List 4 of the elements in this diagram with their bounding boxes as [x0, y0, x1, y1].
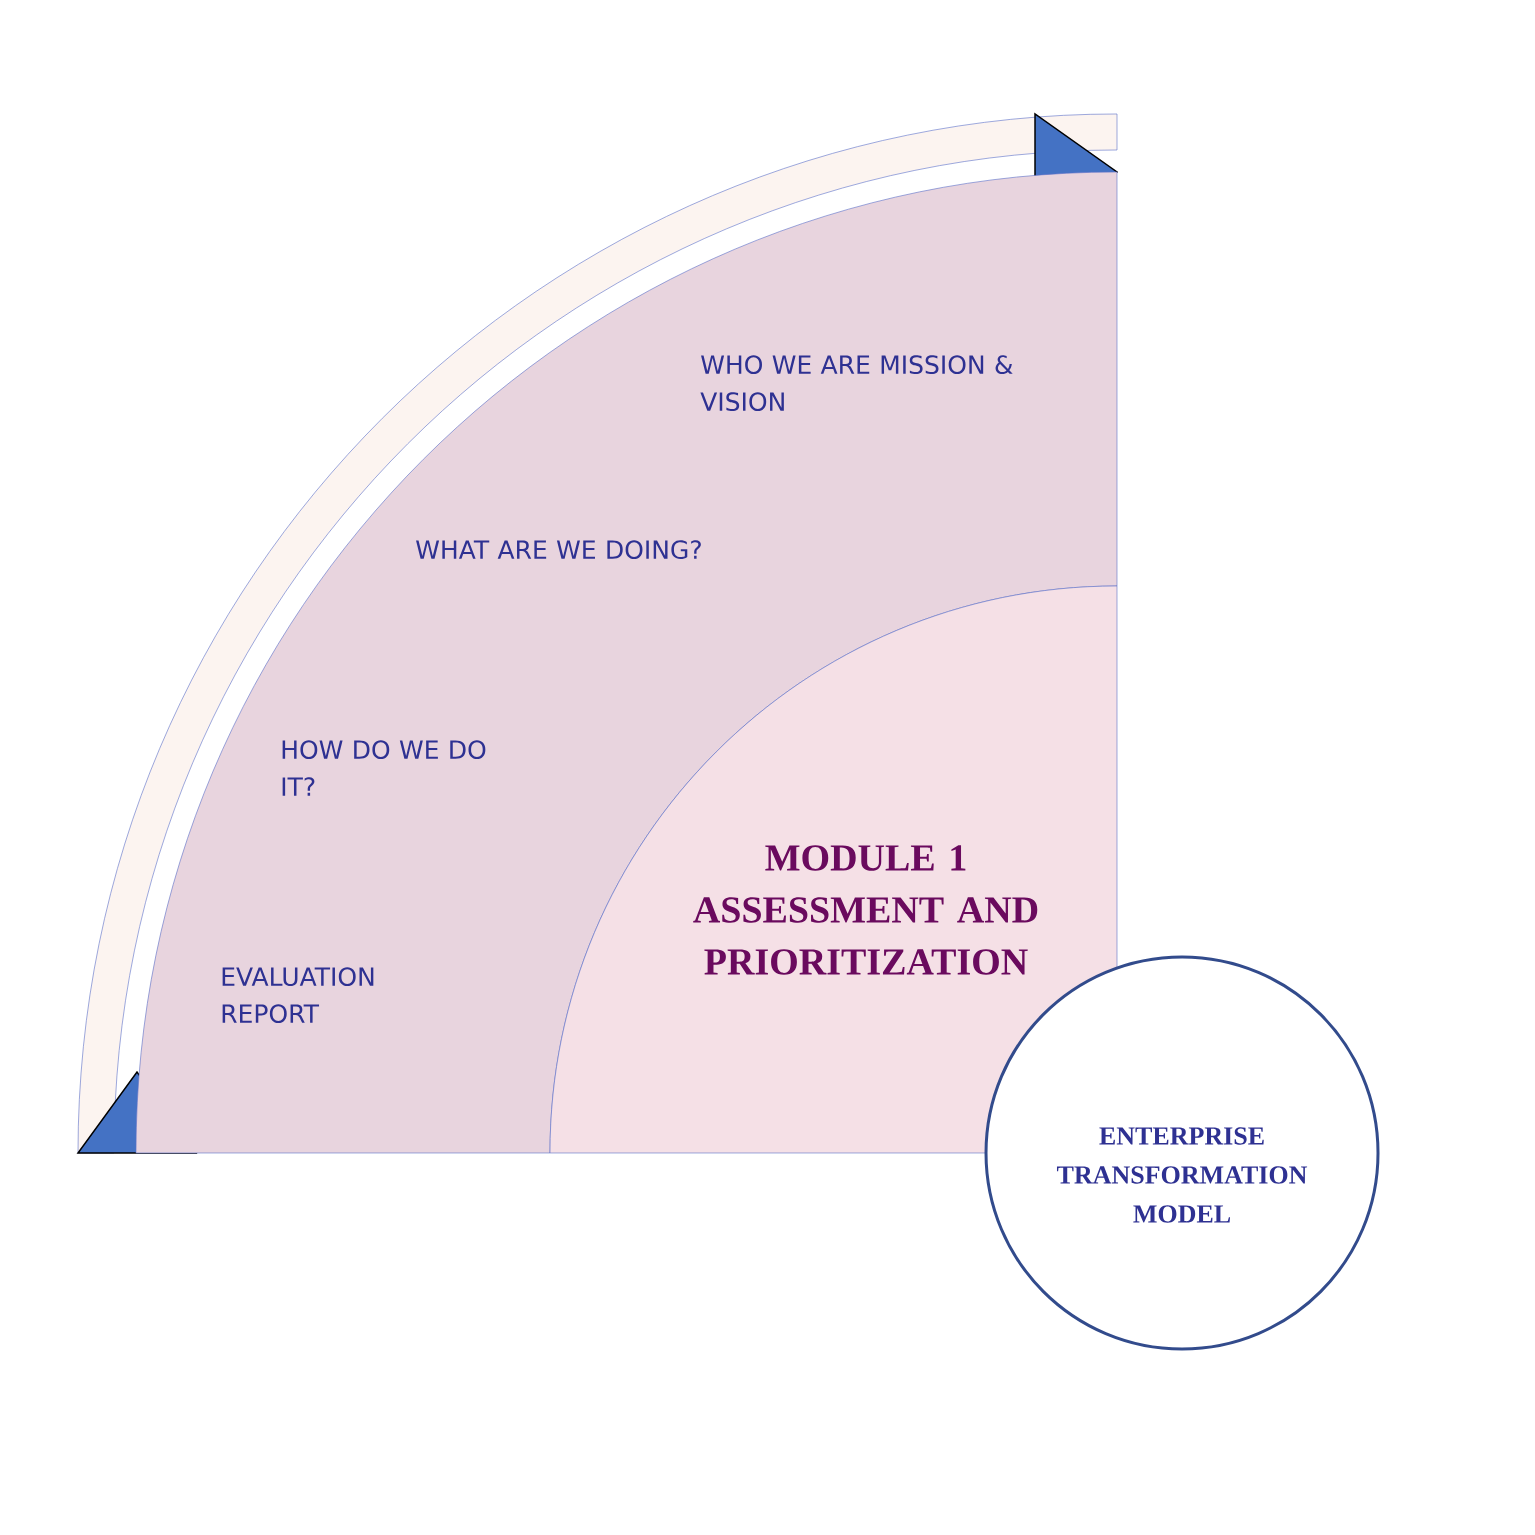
ring-label: EVALUATION REPORT: [222, 967, 374, 1024]
ring-label: WHAT ARE WE DOING?: [416, 540, 701, 560]
ring-label: HOW DO WE DO IT?: [282, 740, 486, 796]
ring-label: WHO WE ARE MISSION & VISION: [700, 355, 1013, 412]
